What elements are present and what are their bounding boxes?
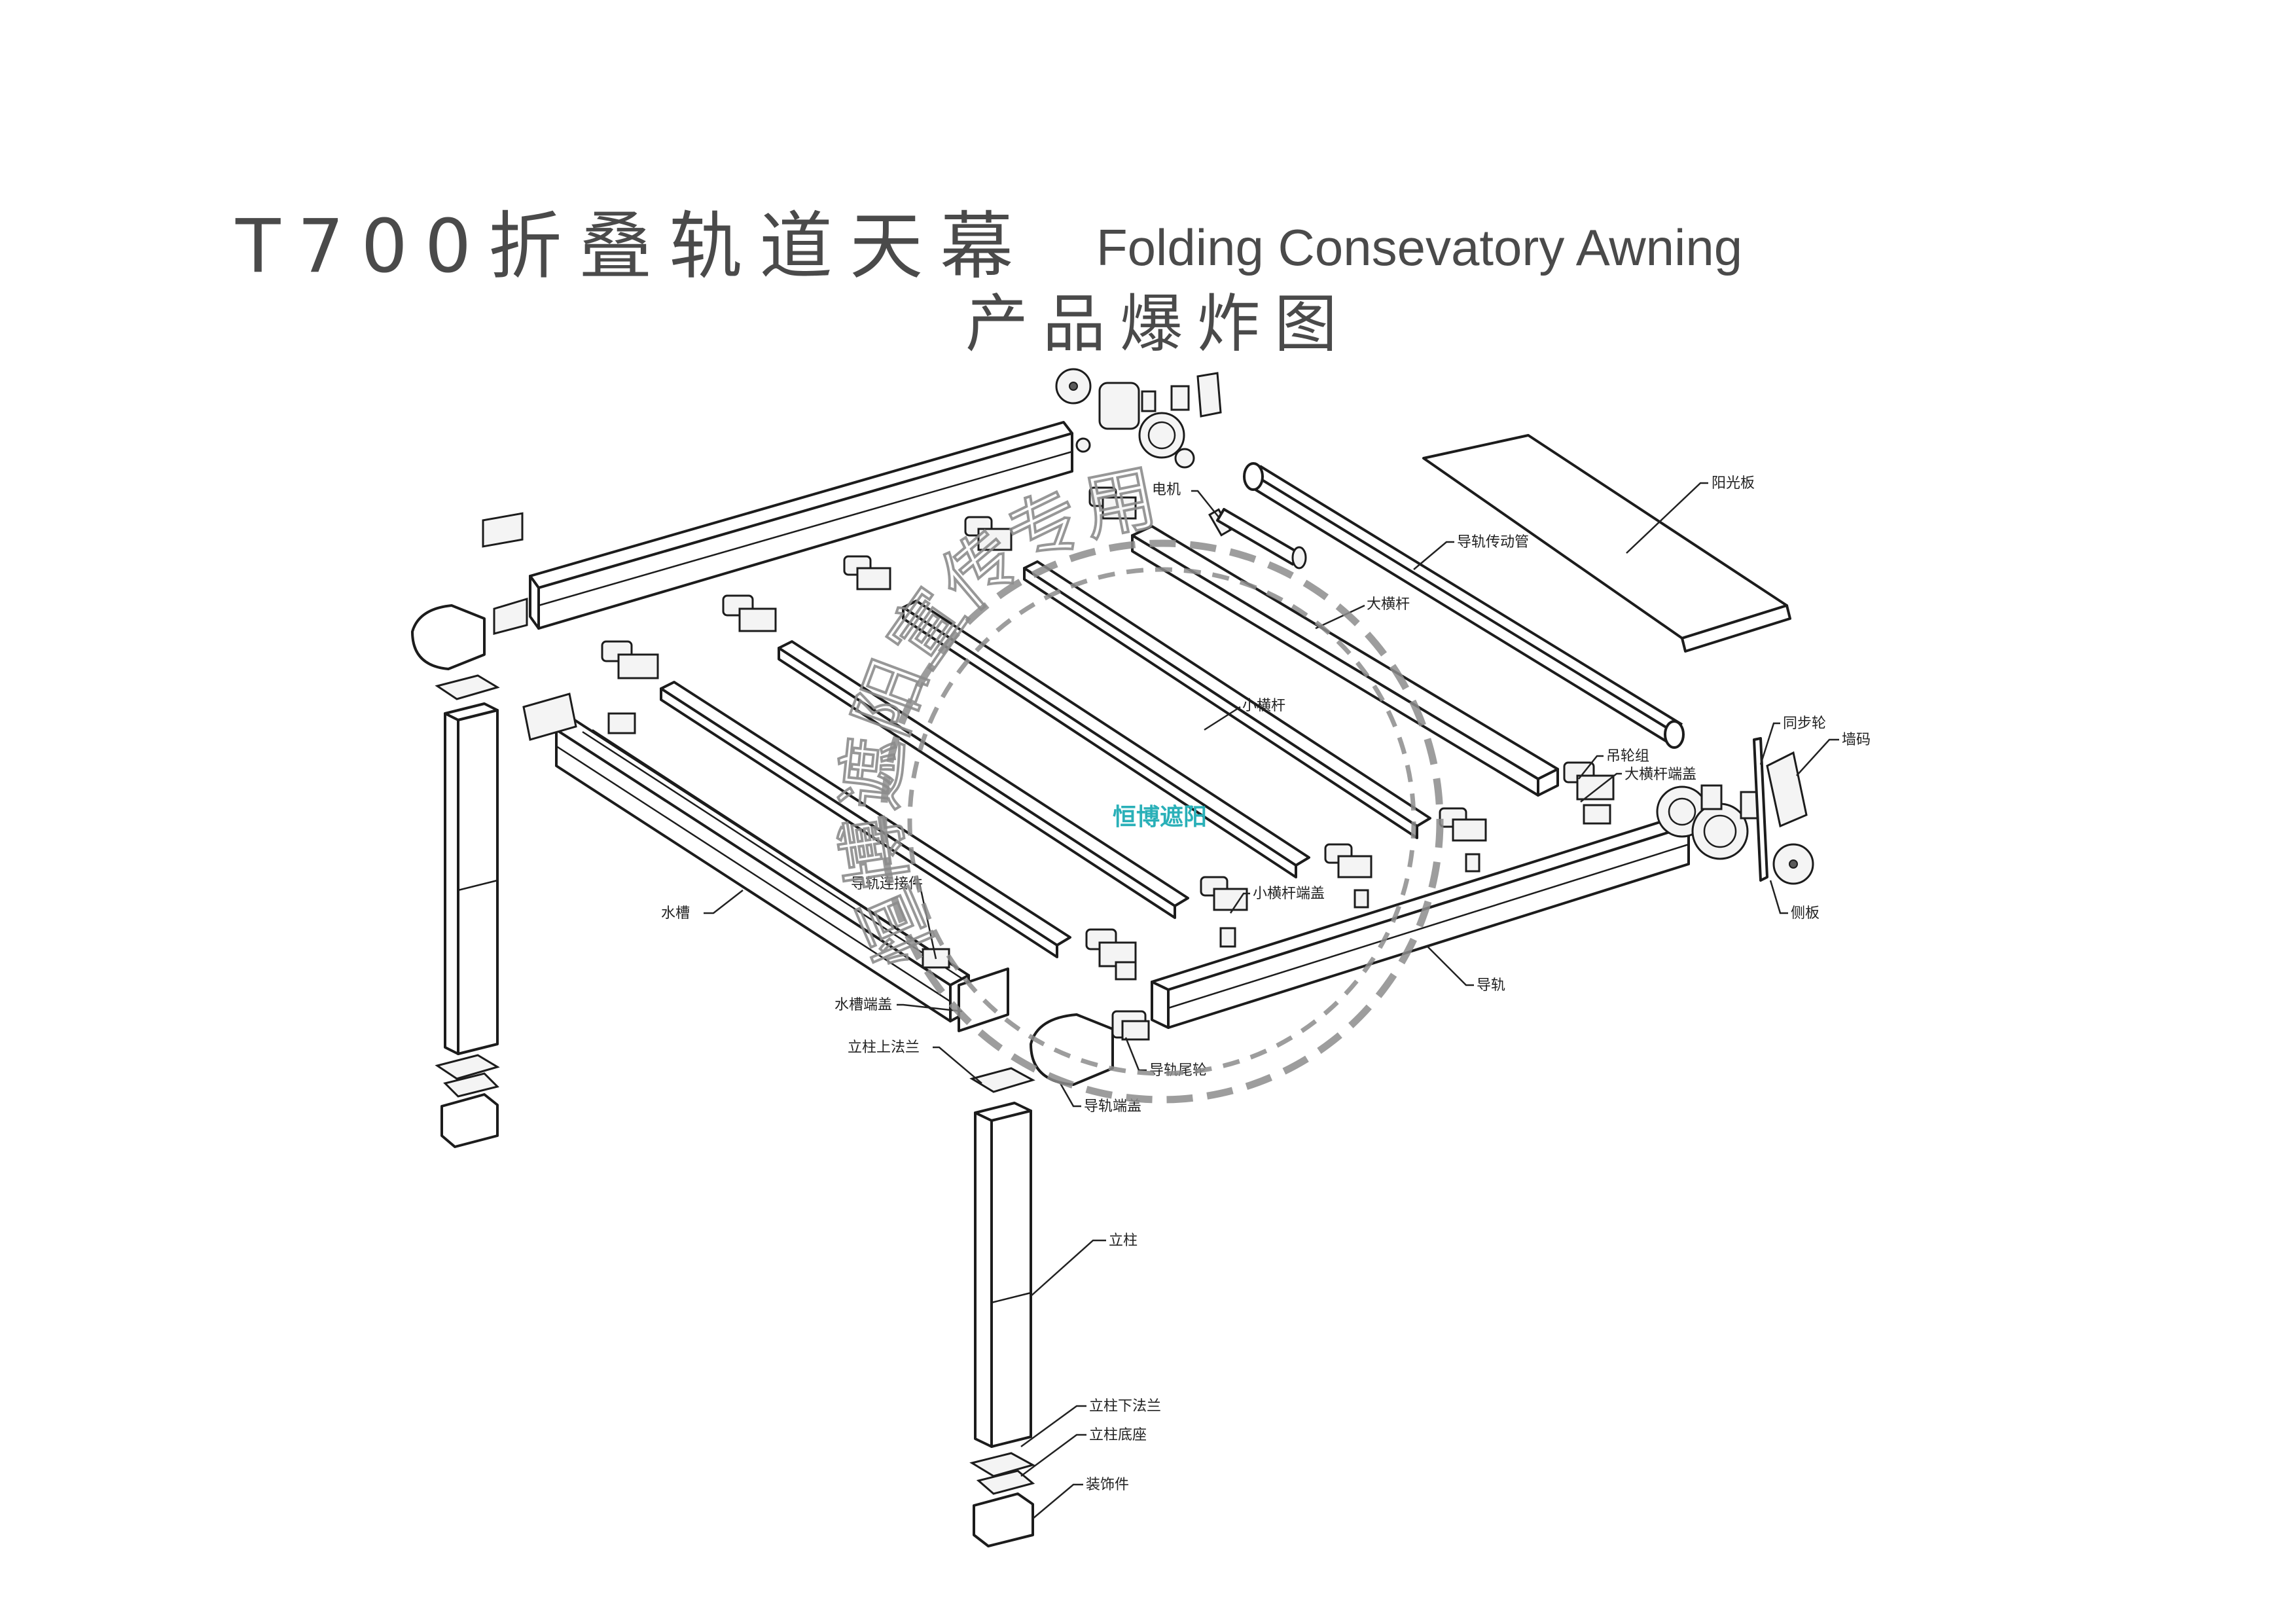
label-post-lower-flange: 立柱下法兰 <box>1089 1398 1161 1415</box>
title-english: Folding Consevatory Awning <box>1096 219 1742 276</box>
label-decorative-cover: 装饰件 <box>1086 1477 1129 1493</box>
part-back-post <box>435 674 500 1148</box>
part-small-crossbar-2 <box>902 600 1310 878</box>
label-sunshade-panel: 阳光板 <box>1712 475 1755 492</box>
leaders <box>704 482 1839 1519</box>
part-top-end-assembly <box>1055 368 1222 469</box>
label-gutter: 水槽 <box>661 905 690 922</box>
labels: 阳光板 电机 导轨传动管 大横杆 小横杆 同步轮 墙码 吊轮组 大横杆端盖 侧板… <box>661 475 1871 1493</box>
label-post-base: 立柱底座 <box>1089 1427 1147 1443</box>
label-post-upper-flange: 立柱上法兰 <box>848 1039 920 1056</box>
title-block: T700折叠轨道天幕 Folding Consevatory Awning 产品… <box>235 204 1742 361</box>
label-side-plate: 侧板 <box>1791 905 1820 922</box>
label-large-crossbar: 大横杆 <box>1367 596 1410 613</box>
part-right-end-assembly <box>1656 737 1814 885</box>
label-pulley-group: 吊轮组 <box>1606 748 1649 765</box>
label-wall-bracket: 墙码 <box>1842 732 1871 748</box>
part-rail-connector <box>522 693 950 969</box>
part-sunshade-panel <box>1422 434 1791 653</box>
part-pulley-row-left <box>601 486 1137 679</box>
title-subtitle: 产品爆炸图 <box>965 287 1352 361</box>
part-motor <box>1208 508 1307 569</box>
part-gutter <box>555 719 970 1022</box>
label-rail-drive-tube: 导轨传动管 <box>1457 534 1529 550</box>
part-small-crossbar-4 <box>660 681 1071 958</box>
label-large-crossbar-endcap: 大横杆端盖 <box>1624 767 1696 783</box>
label-small-crossbar: 小横杆 <box>1242 698 1285 714</box>
label-rail: 导轨 <box>1477 977 1505 994</box>
part-rail-drive-tube <box>1243 462 1685 749</box>
part-back-left-corner <box>411 512 528 670</box>
stamp-center-text: 恒博遮阳 <box>1113 804 1207 831</box>
part-small-crossbar-3 <box>778 640 1189 919</box>
part-rail-endcap <box>1030 1013 1114 1086</box>
label-gutter-endcap: 水槽端盖 <box>834 997 892 1013</box>
part-back-header <box>529 421 1073 630</box>
part-pulley-row-right <box>1085 761 1615 981</box>
part-front-rail <box>1151 817 1690 1029</box>
part-rail-tail-wheel <box>1111 1010 1150 1041</box>
label-post: 立柱 <box>1109 1233 1138 1249</box>
part-small-crossbar-1 <box>1023 560 1431 839</box>
part-large-crossbar <box>1131 525 1559 797</box>
title-model-cn: T700折叠轨道天幕 <box>235 204 1030 289</box>
label-small-crossbar-endcap: 小横杆端盖 <box>1253 886 1325 902</box>
label-motor: 电机 <box>1152 482 1181 498</box>
label-sync-wheel: 同步轮 <box>1783 715 1826 732</box>
part-front-post <box>969 1067 1035 1547</box>
